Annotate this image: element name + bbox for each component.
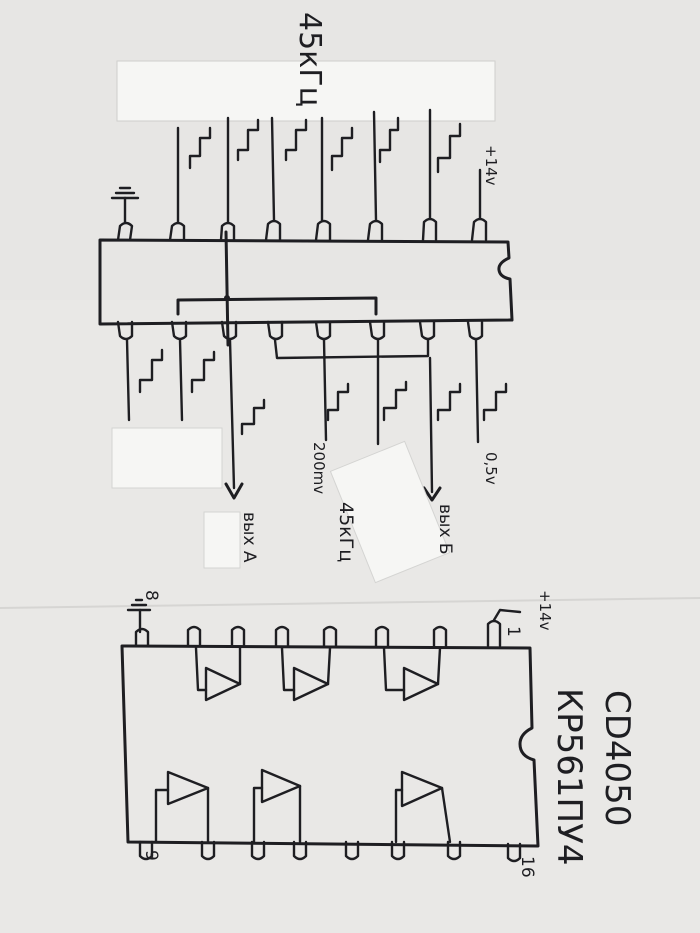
bottom-waveforms xyxy=(138,348,508,436)
input-frequency-label: 45кГц xyxy=(335,502,357,562)
input-level-label: 200mv xyxy=(310,442,328,494)
bottom-supply-label: +14v xyxy=(536,590,554,631)
output-b-label: вых Б xyxy=(435,504,455,555)
amplitude-label: 0,5v xyxy=(482,452,500,485)
chip-body xyxy=(120,644,540,848)
chip-top-pins xyxy=(134,608,522,648)
output-a-label: вых А xyxy=(239,512,259,563)
top-pins xyxy=(110,108,488,242)
bottom-pins xyxy=(116,320,484,502)
bottom-chip: 8 1 +14v 9 16 xyxy=(120,590,637,878)
top-supply-label: +14v xyxy=(482,145,500,186)
pin-16-label: 16 xyxy=(517,856,537,878)
paper-sticker-top xyxy=(116,60,496,122)
top-waveforms xyxy=(188,116,462,174)
pin-9-label: 9 xyxy=(141,850,161,861)
part-name-kr561pu4: КР561ПУ4 xyxy=(549,688,589,865)
pin-8-label: 8 xyxy=(141,590,161,601)
paper-sticker-mid xyxy=(203,511,241,569)
top-circuit: 45кГц xyxy=(98,12,514,584)
chip-bottom-pins xyxy=(138,840,522,863)
paper-sticker-right xyxy=(329,440,451,584)
top-chip-body xyxy=(98,238,514,326)
frequency-note: 45кГц xyxy=(292,12,327,107)
pin-1-label: 1 xyxy=(503,626,523,637)
part-name-cd4050: CD4050 xyxy=(597,690,637,826)
buffer-gates xyxy=(154,646,452,844)
paper-sticker-left xyxy=(111,427,223,489)
